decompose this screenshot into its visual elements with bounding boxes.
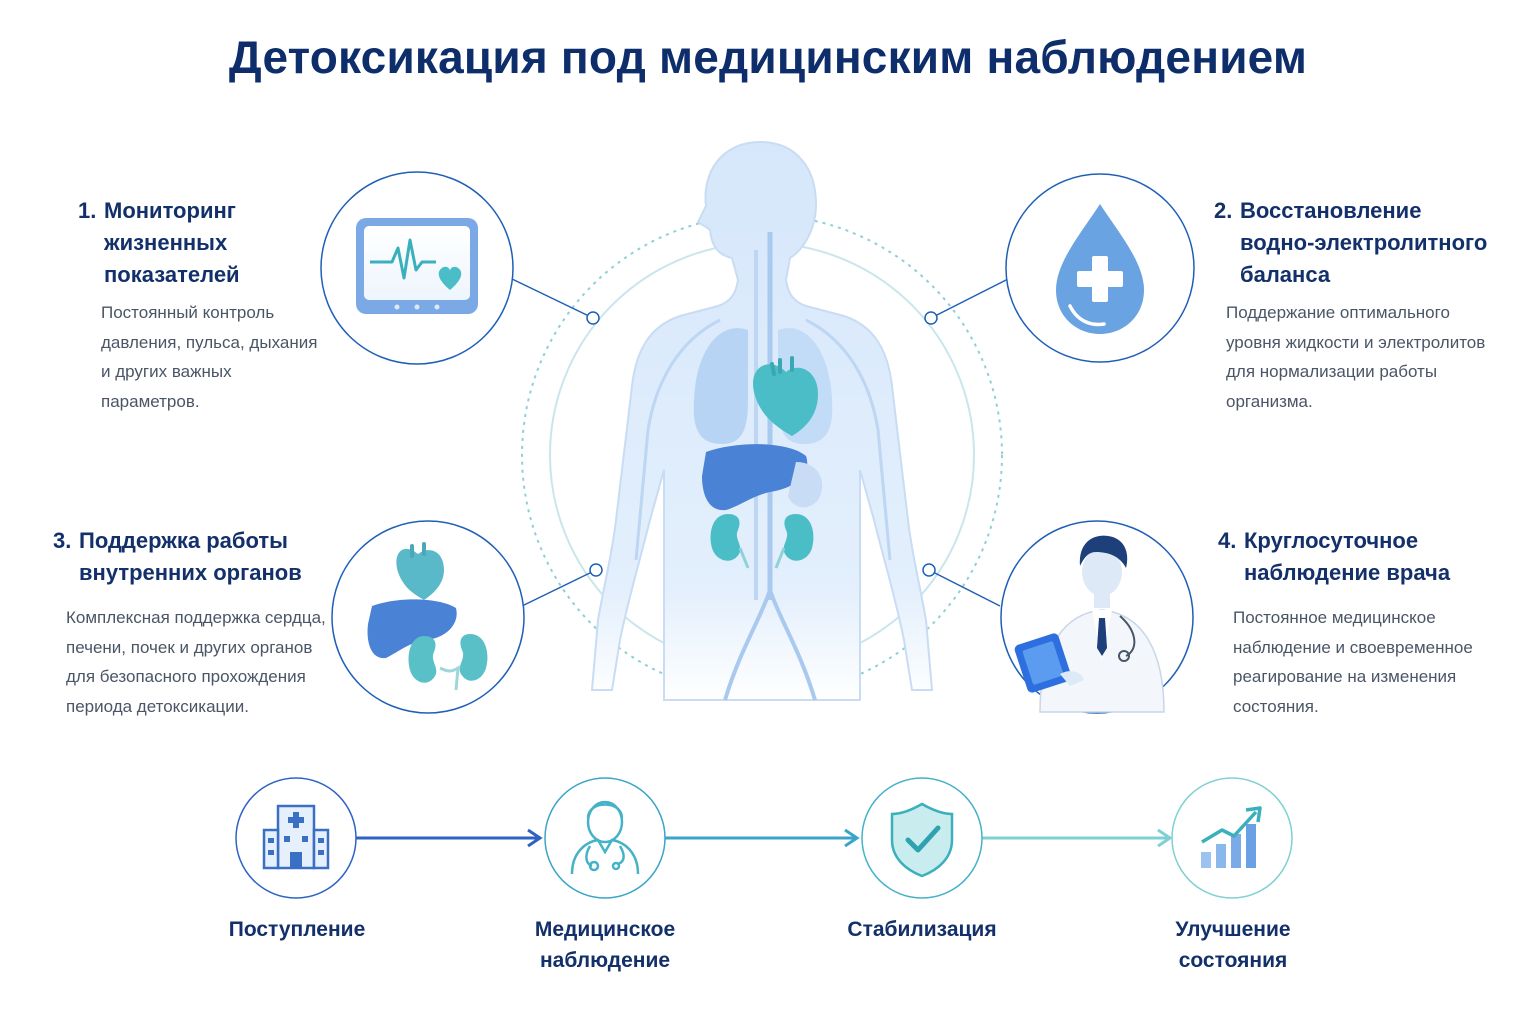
growth-chart-icon — [1201, 806, 1262, 868]
process-flow — [235, 777, 1293, 899]
step-1-label: Поступление — [228, 918, 366, 941]
section-3-description: Комплексная поддержка сердца, печени, по… — [66, 608, 326, 716]
feature-circle-3 — [331, 520, 525, 714]
kidney-left — [710, 514, 741, 561]
section-2-number: 2. — [1214, 198, 1233, 223]
section-3-number: 3. — [53, 528, 72, 553]
section-4-description: Постоянное медицинское наблюдение и свое… — [1233, 608, 1473, 716]
section-1-number: 1. — [78, 198, 97, 223]
organs-icon — [367, 542, 488, 691]
human-silhouette — [521, 140, 1003, 701]
doctor-icon — [1014, 535, 1165, 713]
stomach-organ — [788, 462, 823, 508]
water-drop-cross-icon — [1056, 204, 1144, 334]
section-4-number: 4. — [1218, 528, 1237, 553]
section-1-title: 1. Мониторинг жизненных показателей — [78, 195, 240, 291]
lung-left — [693, 328, 748, 444]
vessel-right-leg — [768, 589, 817, 701]
liver-organ — [702, 444, 808, 511]
shield-check-icon — [890, 802, 954, 878]
connectors — [509, 277, 1011, 607]
vessel-left-leg — [723, 589, 772, 701]
kidney-right — [783, 514, 814, 561]
step-2-label: Медицинское наблюдение — [534, 918, 676, 972]
vessel-left-arm — [634, 318, 721, 561]
hospital-icon — [262, 804, 330, 870]
feature-circle-2 — [1005, 173, 1195, 363]
section-3-title: 3. Поддержка работы внутренних органов — [53, 525, 302, 589]
feature-circle-4 — [1000, 520, 1194, 714]
step-4-label: Улучшение состояния — [1175, 918, 1291, 972]
heart-organ — [752, 364, 818, 436]
step-3-label: Стабилизация — [847, 918, 997, 941]
heart-monitor-icon — [356, 218, 478, 314]
body-outline — [590, 140, 934, 701]
feature-circle-1 — [320, 171, 514, 365]
section-4-title: 4. Круглосуточное наблюдение врача — [1218, 525, 1450, 589]
vessel-right-arm — [805, 318, 892, 561]
section-1-description: Постоянный контроль давления, пульса, ды… — [101, 303, 318, 411]
section-2-description: Поддержание оптимального уровня жидкости… — [1226, 303, 1486, 411]
doctor-outline-icon — [570, 800, 640, 875]
page-title: Детоксикация под медицинским наблюдением — [228, 31, 1308, 83]
section-2-title: 2. Восстановление водно-электролитного б… — [1214, 195, 1487, 291]
